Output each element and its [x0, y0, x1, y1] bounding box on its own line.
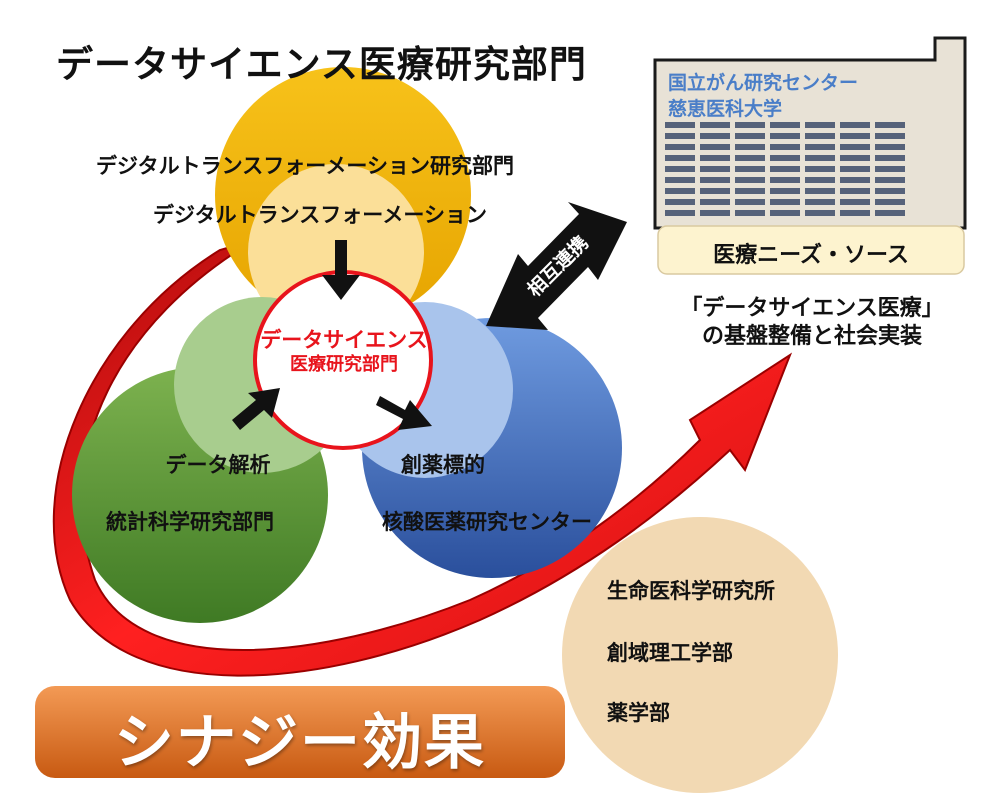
- arrow-center-to-nucleic: [376, 396, 432, 430]
- synergy-label: シナジー効果: [114, 708, 486, 778]
- page-title: データサイエンス医療研究部門: [56, 43, 587, 86]
- partner-item-pharmacy: 薬学部: [607, 701, 670, 725]
- data-analysis-label: データ解析: [165, 453, 271, 477]
- nucleic-center-label: 核酸医薬研究センター: [382, 510, 592, 534]
- cancer-center-label: 国立がん研究センター: [668, 72, 859, 94]
- synergy-banner: [35, 686, 565, 778]
- arrow-dx-to-center: [322, 240, 360, 300]
- goal-line2: の基盤整備と社会実装: [701, 324, 923, 349]
- center-label-line1: データサイエンス: [260, 328, 428, 352]
- mutual-link-arrow: [486, 202, 627, 330]
- partner-circle: [562, 517, 838, 793]
- building-windows: [665, 122, 905, 216]
- arrow-stat-to-center: [232, 388, 280, 430]
- partner-item-engineering: 創域理工学部: [607, 641, 733, 665]
- statistics-department-label: 統計科学研究部門: [106, 510, 274, 534]
- partner-item-life-science: 生命医科学研究所: [607, 579, 775, 603]
- jikei-label: 慈恵医科大学: [668, 98, 783, 120]
- medical-needs-label: 医療ニーズ・ソース: [713, 243, 909, 268]
- dx-department-label: デジタルトランスフォーメーション研究部門: [96, 154, 514, 178]
- drug-target-label: 創薬標的: [401, 453, 485, 477]
- needs-box: [657, 225, 965, 275]
- goal-line1: 「データサイエンス医療」: [680, 296, 944, 321]
- dx-label: デジタルトランスフォーメーション: [153, 203, 487, 227]
- synergy-arrow: [52, 239, 793, 677]
- center-label-line2: 医療研究部門: [290, 354, 398, 375]
